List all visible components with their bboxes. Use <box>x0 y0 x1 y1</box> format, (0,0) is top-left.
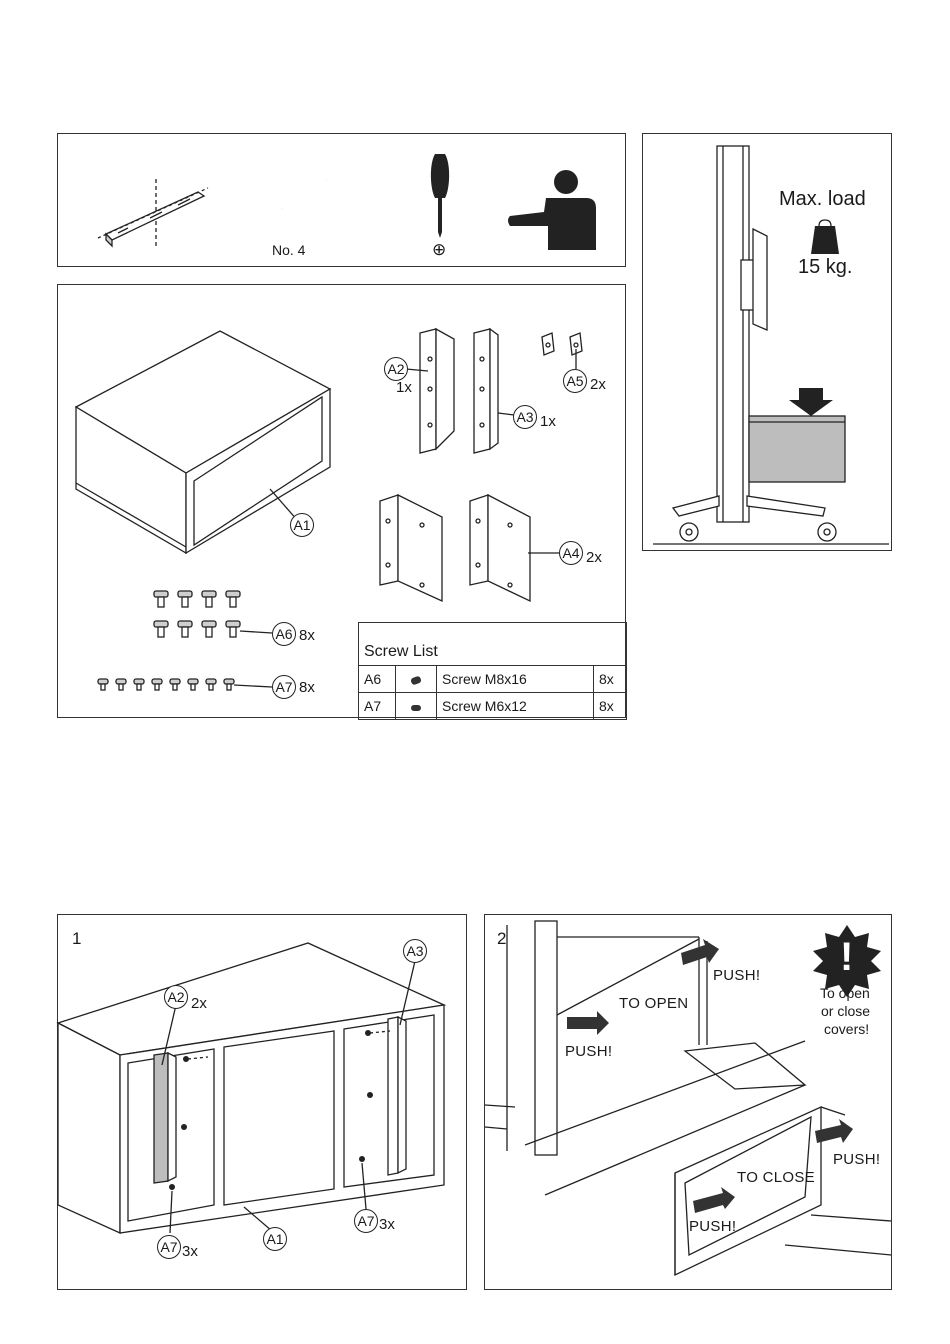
max-load-value: 15 kg. <box>798 256 852 279</box>
screwdriver-icon <box>431 154 449 238</box>
tools-panel: No. 4 ⊕ <box>57 133 626 267</box>
screw-desc: Screw M8x16 <box>437 666 594 693</box>
push-label-left: PUSH! <box>565 1043 612 1060</box>
warning-text-line2: or close <box>821 1003 870 1019</box>
screw-m8-icon <box>396 666 437 693</box>
step1-qty-a7-right: 3x <box>379 1216 395 1233</box>
spirit-level-icon <box>98 179 208 246</box>
part-qty-a7: 8x <box>299 679 315 696</box>
warning-text-line1: To open <box>820 985 870 1001</box>
angle-brackets-a4 <box>380 495 530 601</box>
phillips-symbol: ⊕ <box>432 240 446 260</box>
table-row: A6 Screw M8x16 8x <box>359 666 627 693</box>
step1-label-a3: A3 <box>403 939 427 963</box>
push-label-top: PUSH! <box>713 967 760 984</box>
screw-qty: 8x <box>594 693 627 720</box>
screw-id: A7 <box>359 693 396 720</box>
to-close-label: TO CLOSE <box>737 1169 815 1186</box>
step1-label-a7-left: A7 <box>157 1235 181 1259</box>
assembly-person-icon <box>508 170 596 250</box>
table-row: A7 Screw M6x12 8x <box>359 693 627 720</box>
max-load-title: Max. load <box>779 188 866 211</box>
allen-key-icon <box>282 180 326 234</box>
part-qty-a2: 1x <box>396 379 412 396</box>
screw-list-title: Screw List <box>359 623 627 666</box>
part-label-a2: A2 <box>384 357 408 381</box>
push-label-right: PUSH! <box>833 1151 880 1168</box>
part-qty-a4: 2x <box>586 549 602 566</box>
part-label-a4: A4 <box>559 541 583 565</box>
screw-id: A6 <box>359 666 396 693</box>
warning-text-line3: covers! <box>824 1021 869 1037</box>
tools-illustration <box>58 134 627 268</box>
step2-number: 2 <box>497 929 506 949</box>
max-load-panel: Max. load 15 kg. <box>642 133 892 551</box>
bracket-a3 <box>474 329 498 453</box>
step1-label-a1: A1 <box>263 1227 287 1251</box>
part-qty-a3: 1x <box>540 413 556 430</box>
step2-panel: 2 ! PUSH! TO OPEN PUSH! PUSH! TO CLOSE P… <box>484 914 892 1290</box>
part-label-a1: A1 <box>290 513 314 537</box>
weight-icon <box>811 220 839 254</box>
allen-key-label: No. 4 <box>272 242 305 258</box>
part-label-a3: A3 <box>513 405 537 429</box>
part-label-a6: A6 <box>272 622 296 646</box>
warning-exclamation: ! <box>840 935 853 980</box>
part-label-a5: A5 <box>563 369 587 393</box>
step1-label-a2: A2 <box>164 985 188 1009</box>
step1-qty-a7-left: 3x <box>182 1243 198 1260</box>
part-qty-a6: 8x <box>299 627 315 644</box>
screw-m6-icon <box>396 693 437 720</box>
screw-qty: 8x <box>594 666 627 693</box>
step1-panel: 1 A2 2x A3 A7 3x A7 3x A1 <box>57 914 467 1290</box>
push-label-bottom: PUSH! <box>689 1218 736 1235</box>
screws-a7 <box>98 679 272 690</box>
screw-desc: Screw M6x12 <box>437 693 594 720</box>
step1-qty-a2: 2x <box>191 995 207 1012</box>
screws-a6 <box>154 591 272 637</box>
to-open-label: TO OPEN <box>619 995 688 1012</box>
part-label-a7: A7 <box>272 675 296 699</box>
bracket-a2 <box>420 329 454 453</box>
step1-label-a7-right: A7 <box>354 1209 378 1233</box>
part-qty-a5: 2x <box>590 376 606 393</box>
parts-panel: A1 A2 1x A3 1x A5 2x A4 2x A6 8x A7 8x S… <box>57 284 626 718</box>
screw-list-table: Screw List A6 Screw M8x16 8x A7 Screw M6… <box>358 622 627 720</box>
step1-number: 1 <box>72 929 81 949</box>
